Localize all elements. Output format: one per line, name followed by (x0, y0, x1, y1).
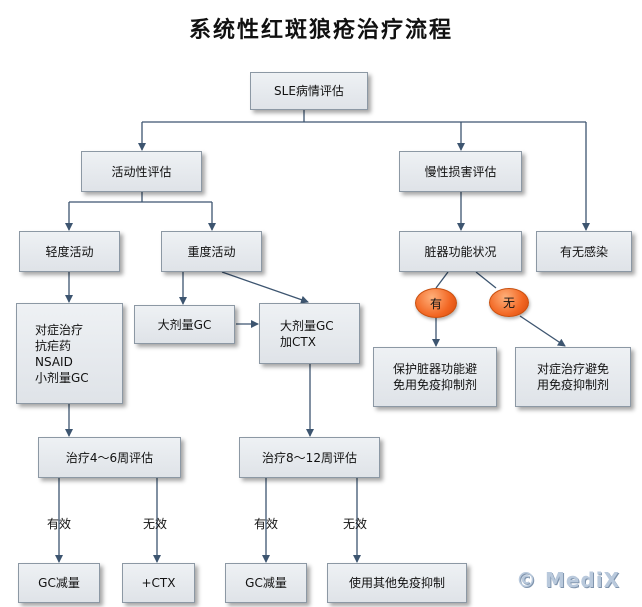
add-ctx-node: +CTX (122, 563, 195, 603)
decision-no: 无 (489, 288, 529, 317)
gc-reduce-node: GC减量 (18, 563, 100, 603)
mild-treatment-node: 对症治疗 抗疟药 NSAID 小剂量GC (16, 303, 123, 404)
edge-label-effective: 有效 (47, 517, 72, 531)
eval-8-12-weeks-node: 治疗8～12周评估 (239, 437, 380, 478)
treatment-line: 对症治疗避免 (536, 362, 609, 376)
treatment-line: 保护脏器功能避 (392, 362, 477, 376)
treatment-line: 对症治疗 (35, 322, 84, 337)
other-immunosuppressant-node: 使用其他免疫抑制 (327, 563, 467, 603)
treatment-line: NSAID (35, 354, 73, 369)
treatment-line: 抗疟药 (35, 338, 72, 353)
activity-assessment-node: 活动性评估 (81, 151, 202, 192)
edge-label-ineffective: 无效 (343, 517, 368, 531)
infection-node: 有无感染 (536, 231, 632, 272)
organ-function-node: 脏器功能状况 (399, 231, 522, 272)
sle-assessment-node: SLE病情评估 (250, 72, 368, 110)
eval-4-6-weeks-node: 治疗4～6周评估 (38, 437, 181, 478)
treatment-line: 免用免疫抑制剂 (392, 378, 477, 392)
edge-label-ineffective: 无效 (143, 517, 168, 531)
mild-activity-node: 轻度活动 (19, 231, 120, 272)
treatment-line: 小剂量GC (35, 370, 89, 385)
protect-organs-node: 保护脏器功能避 免用免疫抑制剂 (373, 347, 497, 407)
high-dose-gc-ctx-node: 大剂量GC 加CTX (259, 303, 360, 364)
symptomatic-treatment-node: 对症治疗避免 用免疫抑制剂 (515, 347, 631, 407)
page-title: 系统性红斑狼疮治疗流程 (188, 17, 453, 43)
treatment-line: 用免疫抑制剂 (536, 378, 609, 392)
treatment-line: 加CTX (280, 334, 316, 349)
severe-activity-node: 重度活动 (161, 231, 262, 272)
medix-watermark: © MediX (516, 568, 621, 592)
high-dose-gc-node: 大剂量GC (134, 305, 235, 344)
chronic-damage-node: 慢性损害评估 (399, 151, 522, 192)
gc-reduce-node: GC减量 (225, 563, 307, 603)
edge-label-effective: 有效 (254, 517, 279, 531)
decision-yes: 有 (415, 288, 457, 318)
treatment-line: 大剂量GC (280, 318, 334, 333)
